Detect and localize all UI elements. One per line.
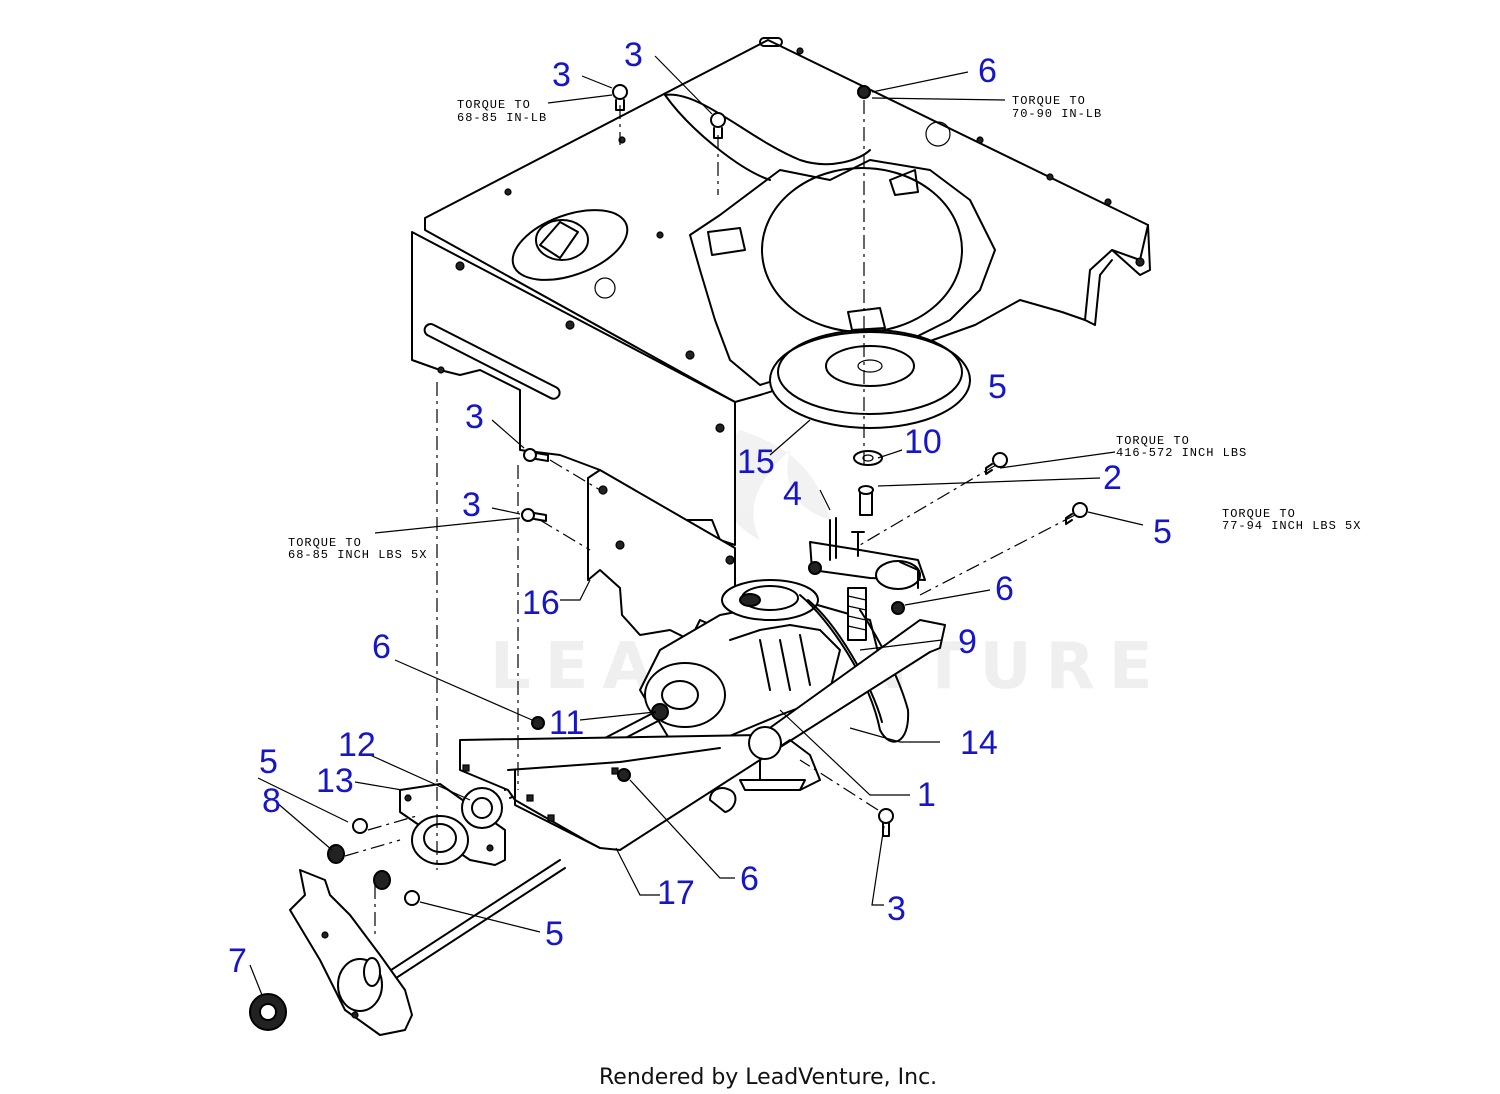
callout-6: 6 [740,860,759,898]
callout-15: 15 [737,443,775,481]
torque-note-label: TORQUE TO [1012,94,1086,108]
callout-3: 3 [462,486,481,524]
side-plate [289,869,413,1036]
callout-5: 5 [545,915,564,953]
deck-frame [411,37,1151,546]
torque-note-label: TORQUE TO [288,536,362,550]
callout-5: 5 [1153,513,1172,551]
torque-note-value: 416-572 INCH LBS [1116,446,1247,460]
pulley-part-15 [769,329,971,429]
torque-note-value: 70-90 IN-LB [1012,107,1102,121]
callout-11: 11 [549,704,584,742]
torque-note-value: 77-94 INCH LBS 5X [1222,519,1361,533]
gear-part-7 [249,993,287,1031]
callout-3: 3 [465,398,484,436]
callout-6: 6 [995,570,1014,608]
torque-notes: TORQUE TO 68-85 IN-LB TORQUE TO 70-90 IN… [288,94,1361,562]
callout-1: 1 [917,776,936,814]
callout-12: 12 [338,726,376,764]
callout-14: 14 [960,724,998,762]
callout-17: 17 [657,874,695,912]
callout-labels: 3 3 6 3 3 5 10 2 15 4 5 6 16 9 6 11 14 1… [228,36,1172,980]
callout-5: 5 [259,743,278,781]
lower-frame-part-17 [459,619,946,851]
callout-3: 3 [552,56,571,94]
callout-2: 2 [1103,459,1122,497]
callout-3: 3 [887,890,906,928]
callout-9: 9 [958,623,977,661]
callout-13: 13 [316,762,354,800]
torque-note-label: TORQUE TO [1222,507,1296,521]
assembly-lines [344,100,1076,935]
bushing-part-12-13 [399,783,506,866]
footer-credit: Rendered by LeadVenture, Inc. [599,1065,937,1090]
callout-5: 5 [988,368,1007,406]
torque-note-value: 68-85 IN-LB [457,111,547,125]
leader-lines [249,55,1144,996]
torque-note-value: 68-85 INCH LBS 5X [288,548,427,562]
torque-note-label: TORQUE TO [457,98,531,112]
callout-10: 10 [904,423,942,461]
tensioner-bracket [809,517,926,641]
callout-8: 8 [262,782,281,820]
callout-16: 16 [522,584,560,622]
callout-6: 6 [978,52,997,90]
callout-4: 4 [783,475,802,513]
callout-3: 3 [624,36,643,74]
fasteners [327,84,1088,906]
callout-6: 6 [372,628,391,666]
transmission-part-1 [504,579,881,799]
bracket-part-16 [587,469,736,641]
torque-note-label: TORQUE TO [1116,434,1190,448]
callout-7: 7 [228,942,247,980]
